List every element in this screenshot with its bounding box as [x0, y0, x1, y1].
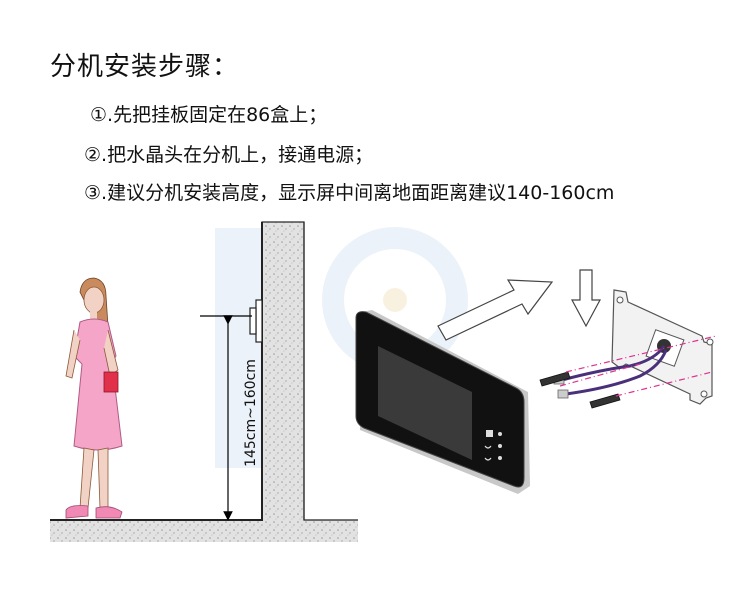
down-arrow-outline-icon [570, 269, 602, 328]
step-2: ②.把水晶头在分机上，接通电源； [84, 144, 374, 166]
arrow-outline-icon [437, 279, 554, 341]
indoor-monitor-icon [355, 310, 530, 494]
screw-icon [539, 371, 621, 409]
step-1: ①.先把挂板固定在86盒上； [90, 104, 328, 126]
wall [50, 221, 358, 542]
page-title: 分机安装步骤： [50, 52, 240, 82]
height-dimension [200, 315, 252, 521]
step-3: ③.建议分机安装高度，显示屏中间离地面距离建议140-160cm [84, 182, 615, 204]
wall-unit-side-icon [249, 299, 263, 343]
height-dimension-label: 145cm~160cm [243, 359, 259, 467]
woman-figure-icon [65, 277, 123, 519]
guide-lines [559, 335, 717, 397]
